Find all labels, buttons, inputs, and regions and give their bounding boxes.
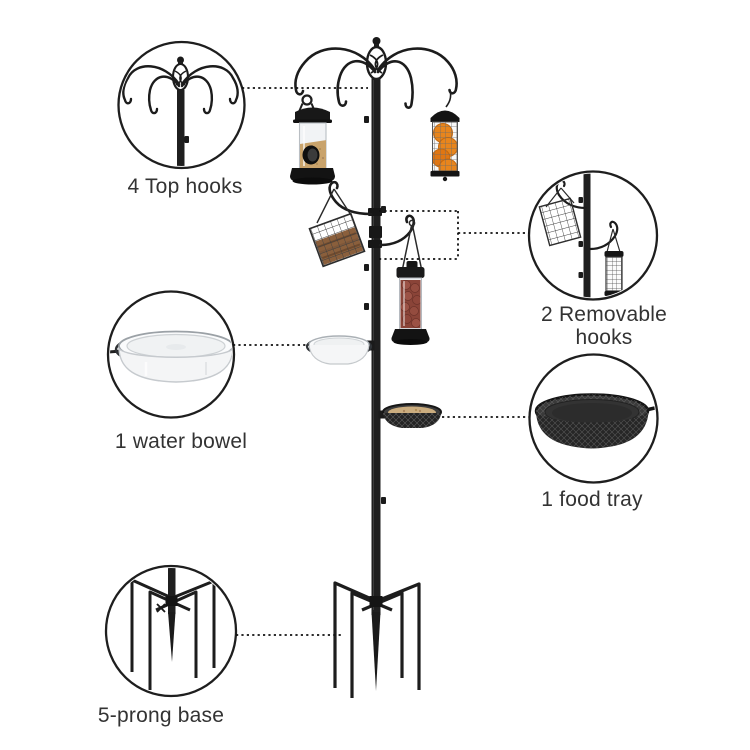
callout-label-removable-hooks: 2 Removable hooks	[541, 303, 667, 349]
pole-clip	[364, 303, 369, 310]
orange-mesh-feeder	[430, 89, 460, 182]
removable-hook-right	[368, 214, 430, 345]
main-pole	[364, 37, 388, 691]
removable-hook-left	[308, 180, 382, 268]
pole-clip	[364, 264, 369, 271]
food-tray	[378, 403, 442, 428]
peanut-feeder	[391, 261, 430, 345]
pole-clip	[364, 116, 369, 123]
callout-detail-water-bowl	[110, 330, 232, 383]
callout-label-top-hooks: 4 Top hooks	[127, 175, 243, 198]
seed-feeder	[290, 94, 335, 185]
dotted-connectors	[233, 87, 529, 636]
five-prong-base	[333, 581, 421, 698]
top-hooks	[294, 47, 458, 109]
callout-label-five-prong-base: 5-prong base	[97, 704, 225, 727]
feeding-station	[290, 37, 460, 698]
mesh-cage	[538, 197, 582, 247]
callout-label-food-tray: 1 food tray	[541, 488, 643, 511]
callout-detail-top-hooks	[122, 56, 239, 166]
water-bowl	[305, 335, 375, 365]
pole-clip	[381, 497, 386, 504]
callout-detail-removable-hooks	[538, 173, 624, 298]
suet-cage	[308, 212, 366, 268]
callout-detail-food-tray	[534, 393, 656, 449]
mesh-cylinder-feeder	[604, 251, 624, 296]
callout-label-water-bowl: 1 water bowel	[114, 430, 248, 453]
